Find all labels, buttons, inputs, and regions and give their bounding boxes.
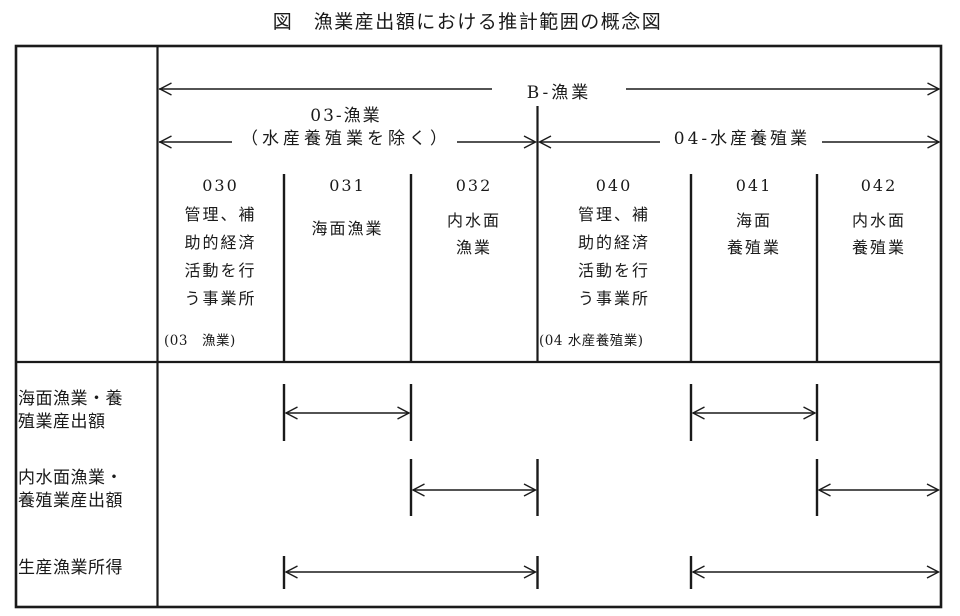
range-arrow-marine-aquaculture	[691, 406, 817, 420]
range-arrow-inland-fishery	[411, 483, 538, 497]
column-031-name: 海面漁業	[311, 219, 384, 238]
table-frame	[14, 44, 943, 609]
scope-label-b-fishery: B-漁業	[526, 83, 592, 103]
row-label-production-income: 生産漁業所得	[18, 558, 123, 578]
figure-title: 図 漁業産出額における推計範囲の概念図	[272, 11, 663, 33]
column-041-name: 海面 養殖業	[726, 211, 781, 257]
scope-label-04-aquaculture: 04-水産養殖業	[673, 129, 811, 149]
column-040-name: 管理、補 助的経済 活動を行 う事業所	[577, 205, 650, 308]
column-040-note: (04 水産養殖業)	[539, 333, 644, 349]
column-030-name: 管理、補 助的経済 活動を行 う事業所	[184, 205, 257, 308]
range-arrow-income-fishery	[284, 565, 538, 579]
column-041-code: 041	[735, 176, 773, 195]
column-032-code: 032	[455, 176, 493, 195]
grid-lines	[16, 46, 941, 607]
scope-label-03-line2: （水産養殖業を除く）	[241, 129, 451, 149]
column-030-code: 030	[202, 176, 239, 195]
scope-arrow-04-aquaculture	[537, 135, 941, 149]
scope-label-03-line1: 03-漁業	[310, 106, 382, 126]
scope-label-03-fishery: 03-漁業 （水産養殖業を除く）	[196, 105, 496, 151]
row-label-inland-output: 内水面漁業・ 養殖業産出額	[18, 468, 123, 511]
column-031-code: 031	[329, 176, 366, 195]
range-ticks	[282, 384, 819, 589]
range-arrow-income-aquaculture	[691, 565, 941, 579]
column-042-code: 042	[860, 176, 898, 195]
column-dividers	[282, 174, 819, 362]
row-label-marine-output: 海面漁業・養 殖業産出額	[18, 389, 123, 432]
column-040-code: 040	[595, 176, 633, 195]
column-042-name: 内水面 養殖業	[851, 211, 906, 257]
range-arrow-inland-aquaculture	[817, 483, 941, 497]
scope-arrow-03-fishery	[158, 135, 538, 149]
range-arrow-marine-fishery	[284, 406, 411, 420]
column-032-name: 内水面 漁業	[446, 211, 501, 257]
column-030-note: (03 漁業)	[164, 333, 236, 349]
scope-arrow-b-fishery	[158, 82, 941, 96]
